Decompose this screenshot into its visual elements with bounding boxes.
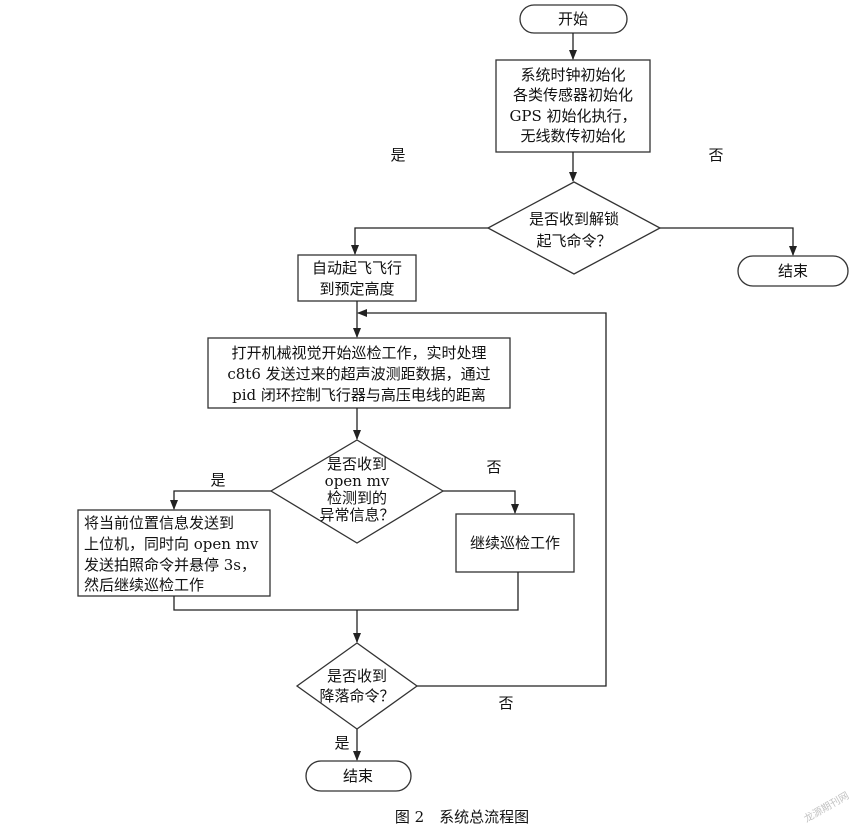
- report-line-1: 将当前位置信息发送到: [84, 514, 234, 532]
- patrol-line-1: 打开机械视觉开始巡检工作，实时处理: [231, 344, 486, 362]
- label-yes-unlock: 是: [390, 146, 405, 164]
- watermark: 龙源期刊网: [801, 789, 851, 825]
- continue-box: [455, 513, 575, 573]
- line-report-to-merge: [173, 596, 357, 611]
- unlock-decision-diamond: [486, 181, 662, 275]
- anomaly-decision-line-1: 是否收到: [327, 455, 387, 473]
- land-decision-diamond: [295, 642, 419, 730]
- land-decision-line-2: 降落命令？: [319, 687, 394, 705]
- label-no-unlock: 否: [708, 146, 723, 164]
- unlock-decision-line-1: 是否收到解锁: [529, 210, 619, 228]
- label-yes-land: 是: [334, 734, 349, 752]
- arrow-unlock-no-to-end: [660, 227, 797, 256]
- end-top-label: 结束: [778, 262, 808, 280]
- takeoff-line-1: 自动起飞飞行: [312, 259, 402, 277]
- init-box: [495, 59, 651, 153]
- start-label: 开始: [558, 10, 588, 28]
- init-line-1: 系统时钟初始化: [520, 66, 625, 84]
- end-top-terminal: [737, 255, 849, 287]
- figure-caption: 图 2 系统总流程图: [395, 808, 529, 826]
- continue-label: 继续巡检工作: [470, 534, 560, 552]
- land-decision-line-1: 是否收到: [327, 667, 387, 685]
- patrol-line-2: c8t6 发送过来的超声波测距数据，通过: [227, 365, 490, 383]
- report-line-3: 发送拍照命令并悬停 3s，: [84, 556, 256, 574]
- patrol-line-3: pid 闭环控制飞行器与高压电线的距离: [232, 386, 486, 404]
- label-no-anomaly: 否: [486, 458, 501, 476]
- anomaly-decision-line-3: 检测到的: [327, 489, 387, 507]
- anomaly-decision-line-4: 异常信息？: [319, 506, 394, 524]
- report-box: [77, 509, 271, 597]
- init-line-3: GPS 初始化执行，: [509, 107, 636, 125]
- end-bottom-terminal: [305, 760, 412, 792]
- arrow-unlock-yes-to-takeoff: [351, 227, 488, 255]
- label-yes-anomaly: 是: [210, 471, 225, 489]
- init-line-2: 各类传感器初始化: [513, 86, 633, 104]
- init-line-4: 无线数传初始化: [520, 127, 625, 145]
- arrow-anomaly-no-to-continue: [443, 490, 519, 514]
- end-bottom-label: 结束: [343, 767, 373, 785]
- unlock-decision-line-2: 起飞命令？: [536, 232, 611, 250]
- report-line-4: 然后继续巡检工作: [84, 576, 204, 594]
- patrol-box: [207, 337, 511, 409]
- takeoff-box: [297, 254, 417, 302]
- anomaly-decision-line-2: open mv: [325, 472, 390, 490]
- takeoff-line-2: 到预定高度: [319, 280, 394, 298]
- label-no-land: 否: [498, 694, 513, 712]
- arrow-anomaly-yes-to-report: [170, 490, 271, 510]
- report-line-2: 上位机，同时向 open mv: [84, 535, 259, 553]
- anomaly-decision-diamond: [269, 439, 445, 544]
- line-continue-to-merge: [357, 572, 519, 611]
- arrow-land-no-loop-back: [357, 309, 607, 687]
